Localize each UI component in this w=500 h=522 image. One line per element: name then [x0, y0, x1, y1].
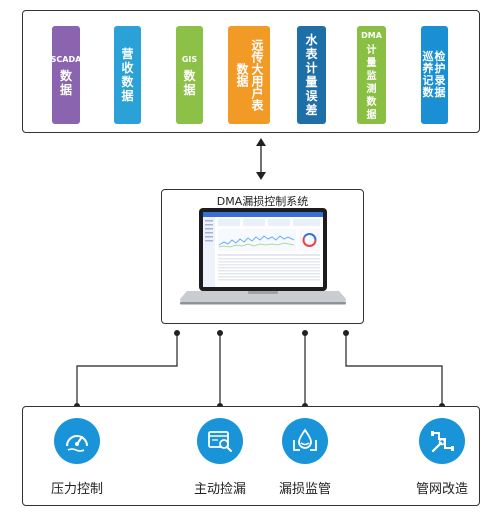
source-gis: GIS 数据: [176, 26, 203, 124]
arrow-up-icon: [256, 138, 266, 146]
feature-active-leak-detection: 主动捡漏: [170, 418, 270, 497]
source-revenue: 营收数据: [114, 26, 141, 124]
feature-label: 管网改造: [415, 482, 468, 497]
source-label: 数据: [60, 69, 74, 97]
source-meter-error: 水表计量误差: [297, 26, 326, 124]
source-remote-meter: 远传大用户表数据: [228, 26, 270, 124]
source-label: 水表计量误差: [305, 33, 319, 117]
feature-label: 压力控制: [50, 482, 103, 497]
feature-label: 漏损监管: [278, 482, 331, 497]
arrow-down-icon: [256, 172, 266, 180]
water-hand-icon: [282, 418, 328, 464]
connector-dot: [302, 330, 308, 336]
feature-pressure-control: 压力控制: [27, 418, 127, 497]
source-scada: SCADA 数据: [50, 26, 82, 124]
leak-search-icon: [197, 418, 243, 464]
laptop-icon: [180, 208, 346, 305]
source-label: 数据: [183, 69, 197, 97]
source-inspection: 巡检养护记录数据: [421, 26, 448, 124]
source-head: SCADA: [50, 55, 82, 64]
feature-pipe-network-renovation: 管网改造: [392, 418, 492, 497]
feature-label: 主动捡漏: [193, 482, 246, 497]
dma-system-box: DMA漏损控制系统: [161, 189, 364, 324]
connector-dot: [174, 330, 180, 336]
source-label: 营收数据: [121, 47, 135, 103]
connector-pressure: [76, 333, 178, 406]
source-label: 计量监测数据: [366, 44, 378, 121]
source-label: 巡检养护记录数据: [422, 50, 447, 99]
source-head: DMA: [361, 30, 382, 40]
data-sources-panel: SCADA 数据 营收数据 GIS 数据 远传大用户表数据 水表计量误差 DMA 计量…: [22, 10, 480, 133]
system-title: DMA漏损控制系统: [216, 195, 309, 208]
pipe-wrench-icon: [419, 418, 465, 464]
features-panel: [22, 406, 480, 506]
connector-dot: [217, 330, 223, 336]
pressure-gauge-icon: [54, 418, 100, 464]
source-dma-monitoring: DMA 计量监测数据: [357, 26, 386, 124]
connector-dot: [343, 330, 349, 336]
feature-leak-supervision: 漏损监管: [255, 418, 355, 497]
connector-pipe: [345, 333, 443, 406]
source-head: GIS: [181, 55, 198, 64]
source-label: 远传大用户表数据: [235, 39, 264, 111]
